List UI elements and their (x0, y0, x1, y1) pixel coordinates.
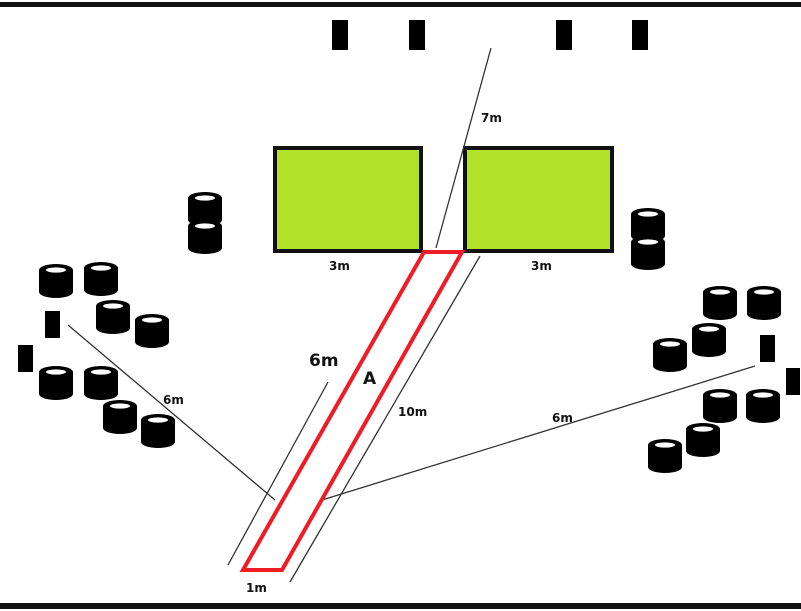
six-m-top-label: 6m (309, 351, 339, 371)
post-marker-icon (332, 20, 348, 50)
ten-m-label: 10m (398, 405, 427, 419)
lane-left-guide-line (227, 381, 329, 566)
tire-stack-icon (686, 423, 720, 457)
tire-stack-icon (746, 389, 780, 423)
tire-stack-icon (39, 366, 73, 400)
right-six-m-line (321, 365, 756, 501)
six-m-left-label: 6m (163, 393, 184, 407)
top-border (0, 2, 801, 7)
tire-stack-icon (692, 323, 726, 357)
tire-stack-icon (84, 262, 118, 296)
left-six-m-line (67, 324, 276, 501)
post-marker-icon (760, 335, 775, 362)
tire-stack-icon (135, 314, 169, 348)
post-marker-icon (556, 20, 572, 50)
three-m-right-label: 3m (531, 259, 552, 273)
three-m-left-label: 3m (329, 259, 350, 273)
tire-stack-icon (653, 338, 687, 372)
tire-stack-icon (631, 236, 665, 270)
bottom-border (0, 603, 801, 609)
tire-stack-icon (96, 300, 130, 334)
point-a-label: A (363, 369, 377, 389)
tire-stack-icon (84, 366, 118, 400)
seven-m-line (435, 47, 492, 249)
lane-right-guide-line (289, 255, 481, 583)
left-green-box (273, 146, 423, 253)
one-m-label: 1m (246, 581, 267, 595)
six-m-right-label: 6m (552, 411, 573, 425)
tire-stack-icon (103, 400, 137, 434)
post-marker-icon (632, 20, 648, 50)
tire-stack-icon (141, 414, 175, 448)
tire-stack-icon (703, 389, 737, 423)
post-marker-icon (409, 20, 425, 50)
tire-stack-icon (747, 286, 781, 320)
tire-stack-icon (648, 439, 682, 473)
post-marker-icon (786, 368, 800, 395)
post-marker-icon (18, 345, 33, 372)
right-green-box (463, 146, 614, 253)
seven-m-label: 7m (481, 111, 502, 125)
red-lane (239, 250, 466, 572)
tire-stack-icon (188, 220, 222, 254)
tire-stack-icon (703, 286, 737, 320)
post-marker-icon (45, 311, 60, 338)
tire-stack-icon (39, 264, 73, 298)
